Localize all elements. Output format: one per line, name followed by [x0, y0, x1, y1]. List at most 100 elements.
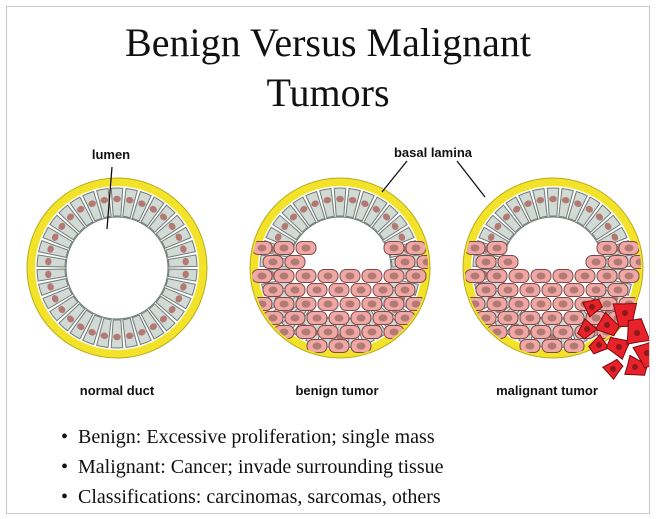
cell-nucleus	[368, 301, 377, 308]
cell-nucleus	[504, 259, 513, 266]
cell-nucleus	[324, 329, 333, 336]
cell-nucleus	[548, 343, 557, 350]
cell-nucleus	[269, 259, 278, 266]
cell-nucleus	[401, 259, 410, 266]
cell-nucleus	[291, 287, 300, 294]
cell-nucleus	[357, 287, 366, 294]
cell-nucleus	[632, 364, 638, 370]
caption-benign-tumor: benign tumor	[295, 383, 378, 398]
cell-nucleus	[346, 273, 355, 280]
cell-nucleus	[603, 273, 612, 280]
cell-nucleus	[610, 366, 616, 372]
cell-nucleus	[335, 315, 344, 322]
cell-nucleus	[548, 315, 557, 322]
cell-nucleus	[570, 287, 579, 294]
cell-nucleus	[412, 245, 421, 252]
cell-nucleus	[622, 310, 628, 316]
basal-lamina-leader-line-1	[382, 161, 407, 192]
cell-nucleus	[269, 315, 278, 322]
cell-nucleus	[570, 343, 579, 350]
cell-nucleus	[401, 315, 410, 322]
cell-nucleus	[357, 343, 366, 350]
cell-nucleus	[302, 301, 311, 308]
cell-nucleus	[113, 334, 121, 340]
cell-nucleus	[493, 245, 502, 252]
cell-nucleus	[324, 273, 333, 280]
cell-nucleus	[559, 329, 568, 336]
cell-nucleus	[336, 196, 344, 202]
cell-nucleus	[291, 259, 300, 266]
cell-nucleus	[504, 287, 513, 294]
cell-nucleus	[313, 287, 322, 294]
cell-nucleus	[390, 273, 399, 280]
cell-nucleus	[537, 329, 546, 336]
cell-nucleus	[616, 344, 622, 350]
cell-nucleus	[614, 259, 623, 266]
cell-nucleus	[390, 245, 399, 252]
cell-nucleus	[526, 315, 535, 322]
cell-nucleus	[604, 322, 610, 328]
cell-nucleus	[537, 273, 546, 280]
cell-nucleus	[280, 301, 289, 308]
cell-nucleus	[335, 287, 344, 294]
cell-nucleus	[526, 343, 535, 350]
cell-nucleus	[368, 273, 377, 280]
cell-nucleus	[379, 315, 388, 322]
caption-normal-duct: normal duct	[80, 383, 155, 398]
cell-nucleus	[368, 329, 377, 336]
cell-nucleus	[548, 287, 557, 294]
cell-nucleus	[504, 315, 513, 322]
cell-nucleus	[589, 304, 595, 310]
cell-nucleus	[614, 287, 623, 294]
cell-nucleus	[537, 301, 546, 308]
caption-malignant-tumor: malignant tumor	[496, 383, 598, 398]
cell-nucleus	[625, 273, 634, 280]
cell-nucleus	[625, 245, 634, 252]
cell-nucleus	[549, 196, 557, 202]
cell-nucleus	[401, 287, 410, 294]
cell-nucleus	[379, 287, 388, 294]
cell-nucleus	[357, 315, 366, 322]
bullet-list: Benign: Excessive proliferation; single …	[61, 422, 444, 512]
bullet-benign: Benign: Excessive proliferation; single …	[61, 422, 444, 452]
cell-nucleus	[390, 329, 399, 336]
cell-nucleus	[482, 315, 491, 322]
cell-nucleus	[412, 301, 421, 308]
cell-nucleus	[482, 259, 491, 266]
cell-nucleus	[559, 273, 568, 280]
cell-nucleus	[603, 245, 612, 252]
basal-lamina-leader-line-2	[457, 161, 485, 197]
bullet-classifications: Classifications: carcinomas, sarcomas, o…	[61, 482, 444, 512]
cell-nucleus	[584, 326, 590, 332]
lumen	[66, 217, 168, 319]
cell-nucleus	[471, 273, 480, 280]
cell-nucleus	[412, 273, 421, 280]
cell-nucleus	[258, 245, 267, 252]
cell-nucleus	[269, 287, 278, 294]
cell-nucleus	[302, 329, 311, 336]
cell-nucleus	[493, 273, 502, 280]
cell-nucleus	[526, 287, 535, 294]
cell-nucleus	[335, 343, 344, 350]
cell-nucleus	[592, 315, 601, 322]
normal-duct	[27, 178, 207, 358]
cell-nucleus	[592, 259, 601, 266]
cell-nucleus	[603, 301, 612, 308]
cell-nucleus	[346, 329, 355, 336]
cell-nucleus	[515, 273, 524, 280]
cell-nucleus	[291, 315, 300, 322]
cell-nucleus	[644, 350, 650, 356]
cell-nucleus	[515, 301, 524, 308]
cell-nucleus	[313, 315, 322, 322]
cell-nucleus	[258, 273, 267, 280]
cell-nucleus	[324, 301, 333, 308]
cell-nucleus	[482, 287, 491, 294]
cell-nucleus	[559, 301, 568, 308]
cell-nucleus	[302, 273, 311, 280]
cell-nucleus	[346, 301, 355, 308]
cell-nucleus	[280, 273, 289, 280]
cell-nucleus	[471, 245, 480, 252]
slide: Benign Versus Malignant Tumors lumen bas…	[6, 6, 650, 514]
benign-tumor-duct	[250, 178, 437, 358]
malignant-tumor-duct	[463, 178, 650, 358]
